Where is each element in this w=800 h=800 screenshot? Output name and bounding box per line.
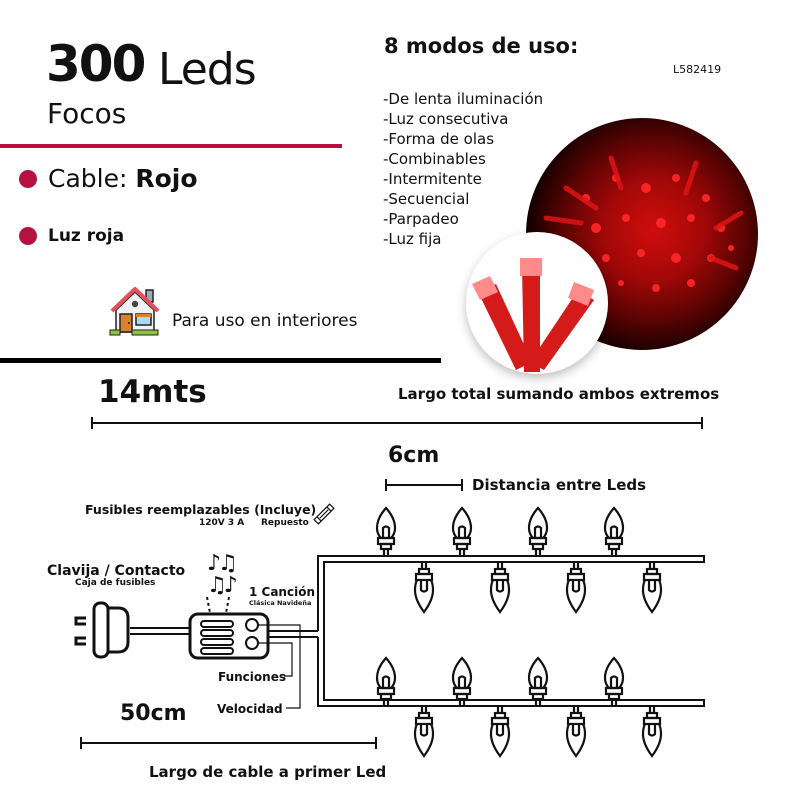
music-notes-icon: ♪♫♫♪ [207, 551, 238, 598]
dimension-tick [385, 479, 387, 491]
cable-spec: Cable: Rojo [48, 163, 198, 195]
dimension-tick [461, 479, 463, 491]
modes-title: 8 modos de uso: [384, 34, 579, 58]
light-spec: Luz roja [48, 226, 125, 246]
speed-label: Velocidad [217, 702, 283, 716]
mode-item: -Combinables [383, 150, 486, 168]
spacing-value: 6cm [388, 443, 440, 468]
modes-list: -De lenta iluminación -Luz consecutiva -… [383, 89, 543, 249]
mode-item: -Intermitente [383, 170, 482, 188]
dimension-tick [375, 737, 377, 749]
cable-label: Cable: [48, 164, 128, 193]
dimension-tick [80, 737, 82, 749]
fuses-rating: 120V 3 A [199, 518, 245, 528]
mode-item: -Secuencial [383, 190, 470, 208]
bullet-icon [19, 227, 37, 245]
house-icon [108, 284, 162, 338]
indoor-use-label: Para uso en interiores [172, 311, 358, 331]
song-title: 1 Canción [249, 585, 315, 599]
lead-length-dimension-line [81, 742, 376, 744]
mode-item: -Luz fija [383, 230, 442, 248]
lead-length-value: 50cm [120, 701, 187, 726]
black-divider [0, 358, 441, 363]
cable-value: Rojo [135, 164, 198, 193]
total-length-dimension-line [92, 422, 702, 424]
led-closeup-photo [466, 232, 608, 374]
lead-length-caption: Largo de cable a primer Led [149, 763, 387, 781]
song-subtitle: Clásica Navideña [249, 599, 312, 607]
red-divider [0, 144, 342, 148]
fuse-icon [312, 502, 336, 526]
fuses-spare: Repuesto [261, 518, 309, 528]
bullet-icon [19, 170, 37, 188]
plug-subtitle: Caja de fusibles [75, 578, 156, 588]
dimension-tick [701, 417, 703, 429]
spacing-caption: Distancia entre Leds [472, 476, 647, 494]
led-count: 300 [46, 35, 146, 93]
mode-item: -Luz consecutiva [383, 110, 509, 128]
fuses-title: Fusibles reemplazables (Incluye) [85, 502, 317, 517]
total-length-value: 14mts [98, 374, 207, 410]
total-length-caption: Largo total sumando ambos extremos [398, 385, 720, 403]
product-subtitle: Focos [47, 97, 127, 130]
mode-item: -Parpadeo [383, 210, 459, 228]
led-count-unit: Leds [158, 44, 257, 95]
spacing-dimension-line [385, 484, 462, 486]
sku-code: L582419 [673, 63, 722, 76]
mode-item: -De lenta iluminación [383, 90, 544, 108]
mode-item: -Forma de olas [383, 130, 495, 148]
plug-title: Clavija / Contacto [47, 563, 186, 579]
functions-label: Funciones [218, 670, 286, 684]
dimension-tick [91, 417, 93, 429]
